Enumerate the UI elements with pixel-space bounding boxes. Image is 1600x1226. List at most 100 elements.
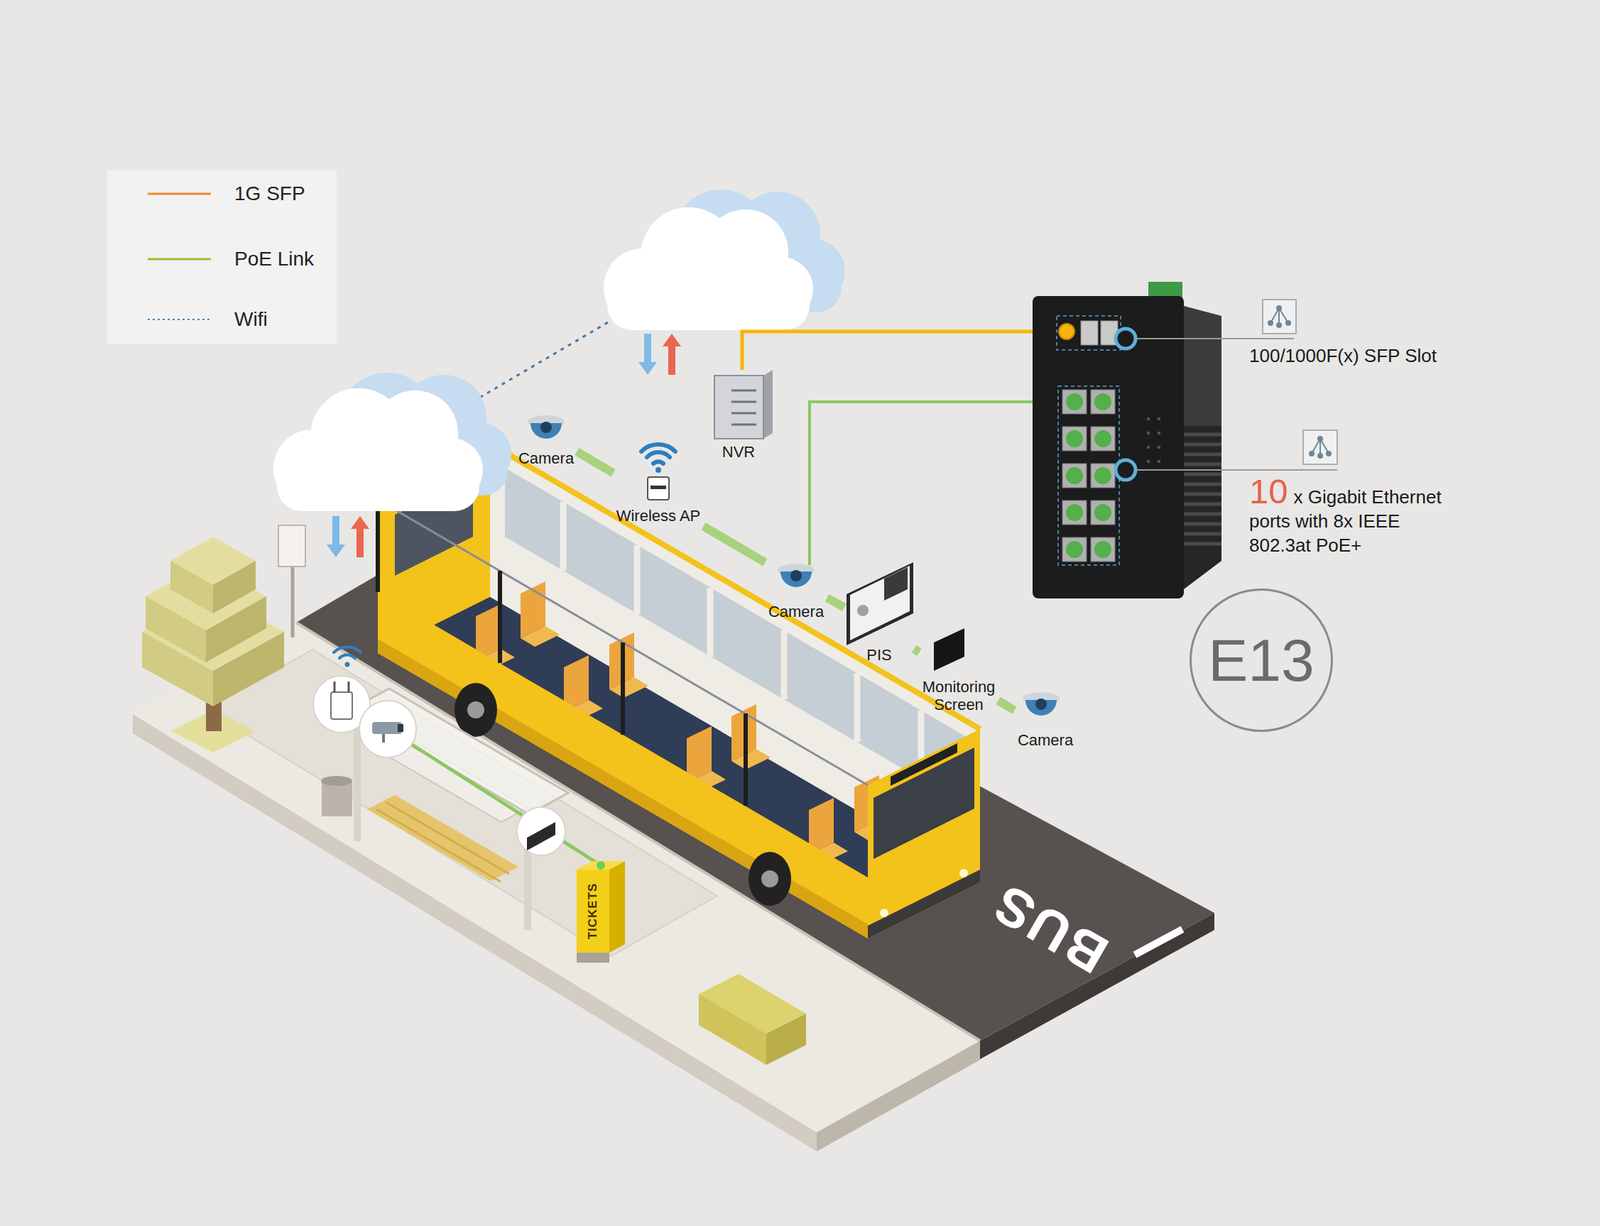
camera-mount bbox=[382, 734, 385, 743]
kiosk-front bbox=[576, 869, 610, 954]
port-led bbox=[1094, 541, 1112, 559]
legend-sample bbox=[147, 318, 211, 321]
bus-front bbox=[867, 729, 981, 939]
poe-wire bbox=[387, 729, 601, 866]
port bbox=[1062, 537, 1087, 562]
leader-line bbox=[1136, 469, 1338, 471]
device-node: Camera bbox=[1014, 688, 1077, 751]
nvr-top bbox=[714, 369, 773, 376]
nvr-front bbox=[714, 375, 764, 439]
port-led bbox=[1065, 430, 1084, 448]
trash-bin-top bbox=[320, 776, 353, 787]
port bbox=[1062, 500, 1087, 525]
bus-post bbox=[497, 570, 503, 664]
bullet-lens bbox=[397, 724, 404, 733]
wifi-arc bbox=[333, 646, 361, 653]
bullet-camera bbox=[372, 722, 402, 735]
bus-hub bbox=[467, 701, 485, 719]
device-label: Wireless AP bbox=[616, 507, 701, 525]
bus-post bbox=[375, 499, 380, 593]
pis-screen bbox=[850, 566, 910, 641]
sfp-wire bbox=[742, 331, 1059, 372]
port bbox=[1090, 500, 1115, 525]
port bbox=[1090, 426, 1115, 451]
poe-wire bbox=[809, 401, 1063, 566]
poe-link bbox=[827, 597, 846, 608]
sfp-cage bbox=[1080, 320, 1098, 346]
bus-post bbox=[743, 713, 748, 807]
switch-fin-lines bbox=[1183, 434, 1222, 544]
ap-antenna bbox=[347, 681, 351, 693]
network-icon bbox=[1308, 450, 1315, 457]
device-label: Camera bbox=[518, 449, 574, 468]
device-label: PIS bbox=[866, 646, 892, 665]
device-label: NVR bbox=[722, 443, 755, 461]
ap-antenna bbox=[333, 681, 336, 693]
kiosk-side bbox=[609, 861, 625, 954]
legend-text: 1G SFP bbox=[234, 181, 306, 206]
tree-block bbox=[145, 596, 206, 663]
device-label: Camera bbox=[768, 602, 824, 621]
port-led bbox=[1065, 541, 1084, 559]
block-bench bbox=[766, 1014, 807, 1066]
port-led bbox=[1094, 430, 1112, 448]
wifi-dot bbox=[345, 662, 351, 668]
device-node: Camera bbox=[765, 559, 828, 623]
stop-display-circle bbox=[516, 807, 566, 856]
nvr-slot bbox=[731, 389, 757, 393]
bus-light bbox=[879, 909, 889, 918]
bus-light bbox=[959, 869, 968, 878]
bus-post bbox=[620, 642, 625, 736]
badge-text: E13 bbox=[1207, 630, 1314, 691]
bus-wheel bbox=[454, 683, 498, 738]
legend-panel bbox=[107, 170, 337, 344]
painted-text: TICKETS bbox=[586, 882, 599, 940]
ap-device bbox=[330, 692, 353, 720]
down-arrow bbox=[638, 333, 657, 375]
bus-seat bbox=[731, 749, 771, 770]
bus-pillar bbox=[560, 502, 567, 571]
kiosk-top bbox=[576, 861, 625, 870]
bus-pillar bbox=[634, 545, 641, 615]
camera-lens bbox=[1035, 698, 1047, 711]
bus-wheel bbox=[748, 852, 792, 907]
shelter-bench bbox=[367, 795, 519, 882]
ap-device bbox=[647, 477, 669, 500]
bus-destination bbox=[890, 743, 958, 787]
ports-outline bbox=[1058, 386, 1120, 566]
stop-camera-circle bbox=[359, 700, 417, 758]
port-led bbox=[1065, 393, 1084, 411]
tree-block bbox=[213, 561, 256, 614]
port bbox=[1062, 463, 1087, 488]
bus-pillar bbox=[854, 673, 861, 743]
terminal-block bbox=[1148, 281, 1183, 298]
poe-link bbox=[998, 700, 1015, 711]
nvr-side bbox=[763, 369, 773, 439]
callout-block: 10x Gigabit Ethernet ports with 8x IEEE … bbox=[1249, 474, 1463, 558]
wifi-link bbox=[465, 312, 625, 407]
road-marking bbox=[1134, 929, 1183, 956]
status-leds bbox=[1146, 418, 1161, 462]
port-led bbox=[1065, 504, 1084, 522]
bus-seat bbox=[609, 677, 649, 699]
sign-panel bbox=[278, 525, 306, 567]
switch-body bbox=[1032, 296, 1184, 599]
legend-text: PoE Link bbox=[234, 247, 314, 272]
callout-number: 10 bbox=[1249, 472, 1289, 511]
legend-sample bbox=[147, 258, 211, 261]
pis-icon bbox=[857, 605, 869, 617]
cloud bbox=[273, 388, 483, 512]
device-node: NVR bbox=[712, 369, 765, 463]
camera-lens bbox=[790, 570, 802, 582]
network-icon bbox=[1267, 320, 1274, 326]
wifi-dot bbox=[655, 467, 662, 473]
camera-lens bbox=[540, 421, 552, 434]
bus-hub bbox=[761, 870, 779, 888]
network-icon bbox=[1325, 450, 1332, 457]
bus-bumper bbox=[867, 869, 981, 939]
bench-slat bbox=[376, 809, 501, 883]
kiosk-base bbox=[576, 953, 610, 963]
device-node: PIS bbox=[844, 558, 914, 666]
network-icon-box bbox=[1262, 299, 1297, 334]
port-led bbox=[1094, 504, 1112, 522]
